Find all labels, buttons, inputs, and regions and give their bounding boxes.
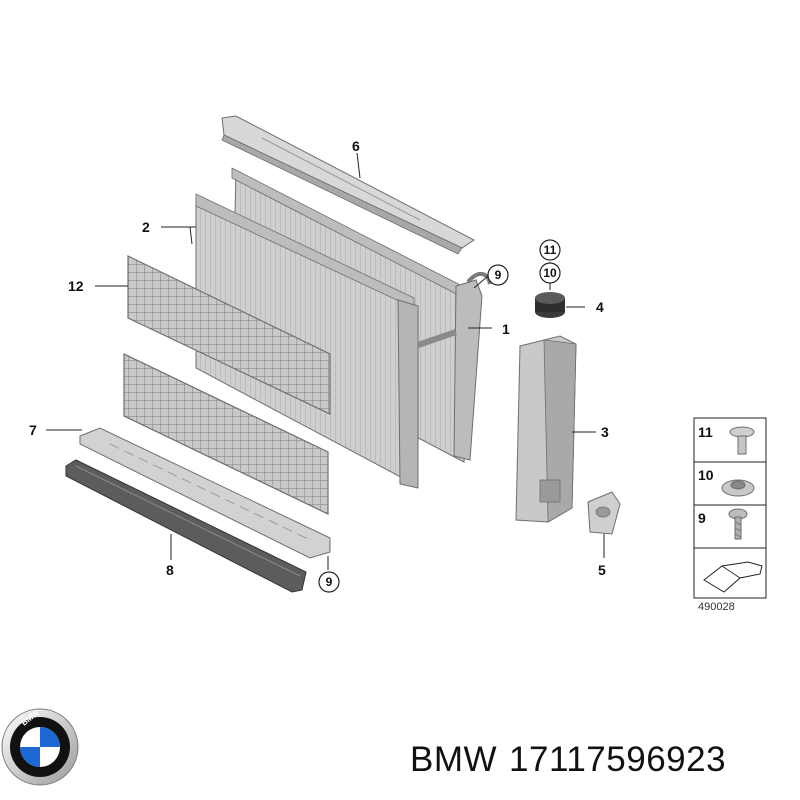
part-8-seal-strip: [65, 459, 307, 593]
part-6-upper-air-guide: [221, 115, 475, 255]
part-lower-grille: [123, 353, 329, 515]
callout-11: 11: [544, 243, 557, 257]
callout-6: 6: [352, 138, 360, 154]
legend-row-10: 10: [698, 467, 714, 483]
part-2-cooler-frame: [195, 193, 457, 489]
callout-9b-circle: [318, 571, 340, 593]
callout-9a: 9: [495, 268, 502, 282]
part-3-expansion-tank: [515, 335, 577, 523]
part-caption: BMW 17117596923: [410, 740, 738, 780]
part-5-bracket: [587, 491, 621, 535]
arrow-symbol-icon: [703, 561, 763, 593]
part-number: 17117596923: [509, 740, 727, 779]
legend-row-9: 9: [698, 510, 706, 526]
part-12-upper-grille: [127, 255, 331, 415]
part-4-cap: [535, 292, 565, 318]
callout-10-circle: [539, 262, 561, 284]
brand-name: BMW: [410, 740, 498, 779]
callout-9a-circle: [487, 264, 509, 286]
grommet-icon: [721, 479, 755, 497]
callout-10: 10: [543, 266, 557, 280]
callout-5: 5: [598, 562, 606, 578]
bmw-logo: BMW: [1, 708, 79, 786]
callout-8: 8: [166, 562, 174, 578]
callout-7: 7: [29, 422, 37, 438]
callout-3: 3: [601, 424, 609, 440]
callouts: 1 2 3 4 5 6 7 8 12 9 9 11 10: [29, 138, 609, 593]
fastener-legend: 11 10 9 490028: [693, 417, 767, 613]
screw-icon: [728, 508, 748, 540]
callout-11-circle: [539, 239, 561, 261]
push-rivet-icon: [729, 426, 755, 455]
diagram-reference-number: 490028: [698, 601, 735, 613]
callout-1: 1: [502, 321, 510, 337]
callout-9b: 9: [326, 575, 333, 589]
legend-row-11: 11: [698, 424, 713, 440]
part-7-lower-air-guide: [79, 427, 331, 559]
callout-12: 12: [68, 278, 84, 294]
callout-2: 2: [142, 219, 150, 235]
callout-4: 4: [596, 299, 604, 315]
